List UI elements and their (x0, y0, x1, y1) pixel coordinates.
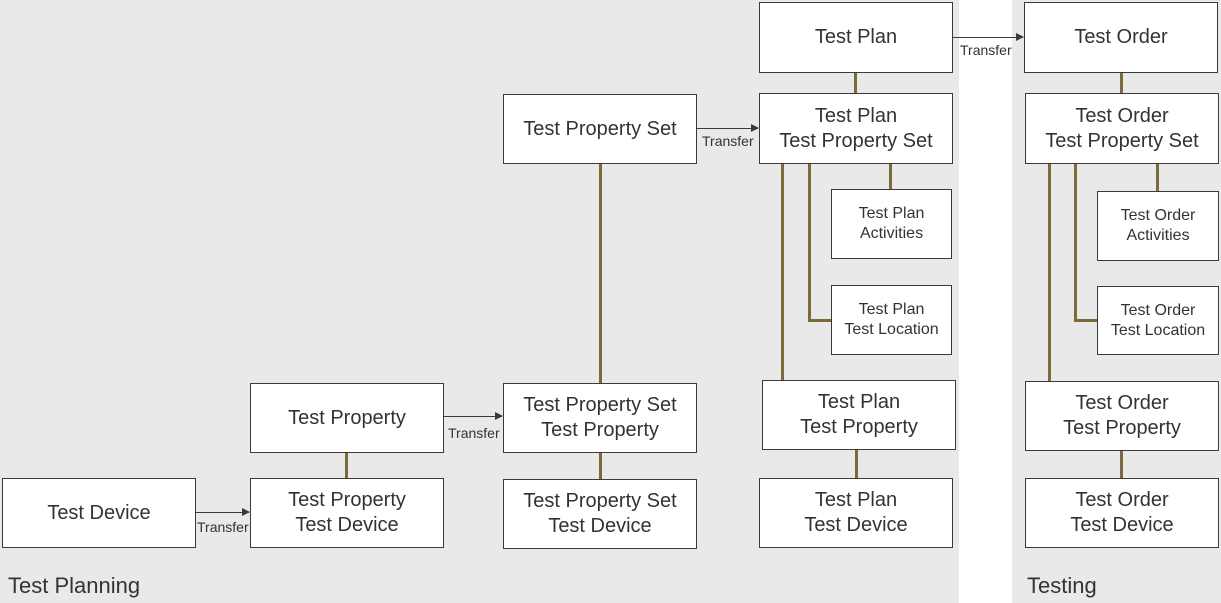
box-test-property-test-device: Test Property Test Device (250, 478, 444, 548)
box-plan-device: Test Plan Test Device (759, 478, 953, 548)
box-plan-device-line-1: Test Plan (814, 489, 898, 511)
box-test-plan-line-1: Test Plan (814, 26, 898, 48)
transfer-label-device: Transfer (197, 519, 249, 535)
box-test-device-line-1: Test Device (47, 501, 151, 524)
box-plan-property: Test Plan Test Property (762, 380, 956, 450)
box-order-activities: Test Order Activities (1097, 191, 1219, 261)
box-test-property-test-device-line-2: Test Device (295, 514, 399, 536)
box-order-tps-line-1: Test Order (1075, 104, 1169, 127)
connector-order-tps-to-location (1074, 163, 1077, 322)
transfer-arrow-property (444, 412, 503, 420)
transfer-label-plan: Transfer (960, 42, 1012, 58)
box-plan-tps-line-2: Test Property Set (779, 129, 933, 152)
region-label-testing: Testing (1027, 573, 1097, 598)
box-test-plan: Test Plan (759, 2, 953, 73)
connector-plan-tps-to-location (808, 163, 811, 322)
box-order-activities-line-2: Activities (1126, 227, 1190, 244)
connector-order-location-horizontal (1074, 319, 1098, 322)
box-order-device: Test Order Test Device (1025, 478, 1219, 548)
connector-plan-property-to-device (855, 449, 858, 479)
box-plan-tps: Test Plan Test Property Set (759, 93, 953, 164)
box-order-location: Test Order Test Location (1097, 286, 1219, 355)
box-order-device-line-2: Test Device (1070, 514, 1174, 536)
box-plan-location: Test Plan Test Location (831, 285, 952, 355)
box-order-device-line-1: Test Order (1075, 489, 1169, 511)
connector-plan-tps-to-activities (889, 163, 892, 190)
box-order-property-line-1: Test Order (1075, 392, 1169, 414)
box-test-property-set: Test Property Set (503, 94, 697, 164)
connector-plan-tps-to-property (781, 163, 784, 381)
connector-plan-to-plan-tps (854, 72, 857, 94)
box-plan-tps-line-1: Test Plan (814, 104, 898, 127)
box-tps-test-property-line-1: Test Property Set (523, 394, 677, 416)
box-test-property-test-device-line-1: Test Property (288, 489, 406, 511)
connector-plan-location-horizontal (808, 319, 832, 322)
box-order-location-line-1: Test Order (1120, 301, 1196, 319)
transfer-label-property: Transfer (448, 425, 500, 441)
box-plan-location-line-2: Test Location (844, 321, 939, 338)
transfer-arrow-device (196, 508, 250, 516)
connector-tps-to-tps-property (599, 163, 602, 384)
box-order-tps-line-2: Test Property Set (1045, 129, 1199, 152)
box-plan-property-line-1: Test Plan (817, 391, 901, 413)
box-test-property-line-1: Test Property (288, 406, 406, 429)
box-plan-activities: Test Plan Activities (831, 189, 952, 259)
box-test-order-line-1: Test Order (1074, 26, 1168, 48)
box-test-property-set-line-1: Test Property Set (523, 117, 677, 140)
connector-order-tps-to-property (1048, 163, 1051, 382)
connector-tps-property-to-tps-device (599, 452, 602, 480)
box-order-property-line-2: Test Property (1063, 417, 1181, 439)
connector-property-to-property-device (345, 452, 348, 479)
transfer-label-property-set: Transfer (702, 133, 754, 149)
box-tps-test-property: Test Property Set Test Property (503, 383, 697, 453)
box-order-location-line-2: Test Location (1110, 321, 1206, 339)
box-test-order: Test Order (1024, 2, 1218, 73)
region-label-test-planning: Test Planning (8, 573, 141, 598)
box-plan-device-line-2: Test Device (804, 514, 908, 536)
box-tps-test-device-line-1: Test Property Set (523, 490, 677, 512)
box-plan-property-line-2: Test Property (800, 416, 918, 438)
box-plan-activities-line-1: Test Plan (858, 205, 925, 222)
connector-order-property-to-device (1120, 450, 1123, 479)
box-test-device: Test Device (2, 478, 196, 548)
connector-order-tps-to-activities (1156, 163, 1159, 192)
transfer-arrow-property-set (697, 124, 759, 132)
box-plan-location-line-1: Test Plan (858, 301, 925, 318)
box-order-tps: Test Order Test Property Set (1025, 93, 1219, 164)
box-tps-test-property-line-2: Test Property (541, 419, 659, 441)
box-tps-test-device: Test Property Set Test Device (503, 479, 697, 549)
box-test-property: Test Property (250, 383, 444, 453)
box-order-activities-line-1: Test Order (1120, 207, 1196, 224)
box-plan-activities-line-2: Activities (859, 225, 924, 242)
connector-order-to-order-tps (1120, 72, 1123, 94)
transfer-arrow-plan (953, 33, 1024, 41)
box-order-property: Test Order Test Property (1025, 381, 1219, 451)
box-tps-test-device-line-2: Test Device (548, 515, 652, 537)
